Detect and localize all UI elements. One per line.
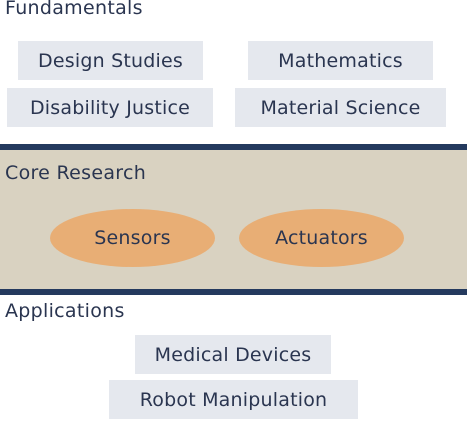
- fundamentals-title: Fundamentals: [5, 0, 143, 19]
- tag-design-studies: Design Studies: [18, 41, 203, 80]
- tag-disability-justice: Disability Justice: [7, 88, 213, 127]
- core-research-band: Core Research Sensors Actuators: [0, 144, 467, 295]
- tag-robot-manipulation: Robot Manipulation: [109, 380, 358, 419]
- core-research-title: Core Research: [5, 162, 147, 184]
- tag-medical-devices: Medical Devices: [135, 335, 331, 374]
- tag-material-science: Material Science: [235, 88, 446, 127]
- ellipse-actuators: Actuators: [239, 209, 404, 267]
- tag-mathematics: Mathematics: [248, 41, 433, 80]
- ellipse-sensors: Sensors: [50, 209, 215, 267]
- applications-title: Applications: [5, 300, 125, 322]
